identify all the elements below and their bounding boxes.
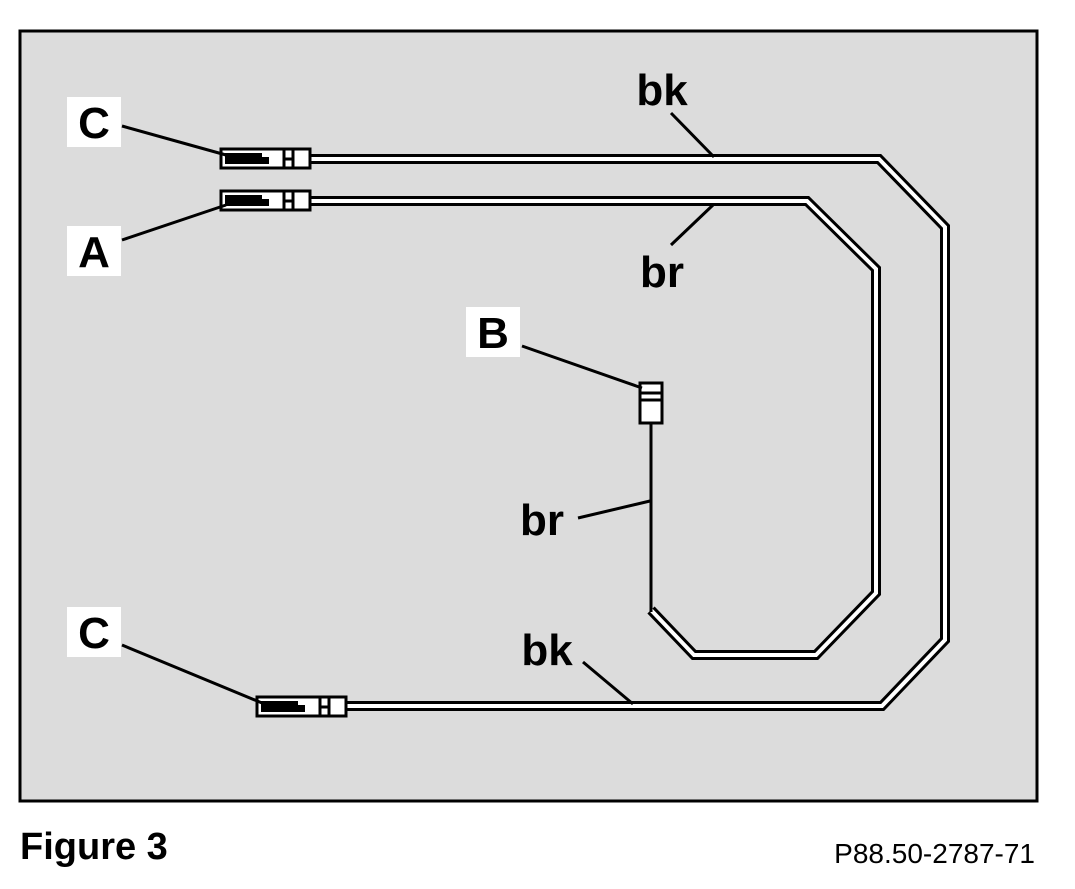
wire-label-bk-bottom: bk [521, 626, 573, 675]
connector-c-top [219, 147, 312, 170]
callout-box-a [67, 226, 121, 276]
wire-br [310, 196, 881, 660]
connector-c-bottom [255, 695, 348, 718]
leader-b [521, 344, 643, 390]
callout-a: A [78, 228, 110, 277]
wire-label-bk-top: bk [636, 66, 688, 115]
leader-a [121, 203, 227, 242]
leader-c-top [121, 124, 227, 157]
leader-c-bottom [121, 643, 263, 705]
wire-label-br-mid: br [520, 496, 564, 545]
figure-reference: P88.50-2787-71 [834, 838, 1035, 869]
figure-caption: Figure 3 [20, 826, 168, 868]
callout-box-c-top [67, 97, 121, 147]
leader-br-mid [577, 499, 651, 520]
callout-box-b [466, 307, 520, 357]
wire-label-br-top: br [640, 248, 684, 297]
connector-a [219, 189, 312, 212]
diagram-panel [18, 29, 1039, 803]
callout-c-bottom: C [78, 609, 110, 658]
wire-bk [310, 154, 950, 711]
callout-c-top: C [78, 99, 110, 148]
callout-b: B [477, 309, 509, 358]
leader-bk-bottom [582, 660, 634, 706]
connector-b [638, 381, 664, 425]
callout-box-c-bottom [67, 607, 121, 657]
leader-bk-top [669, 111, 716, 159]
leader-br-top [669, 203, 715, 247]
